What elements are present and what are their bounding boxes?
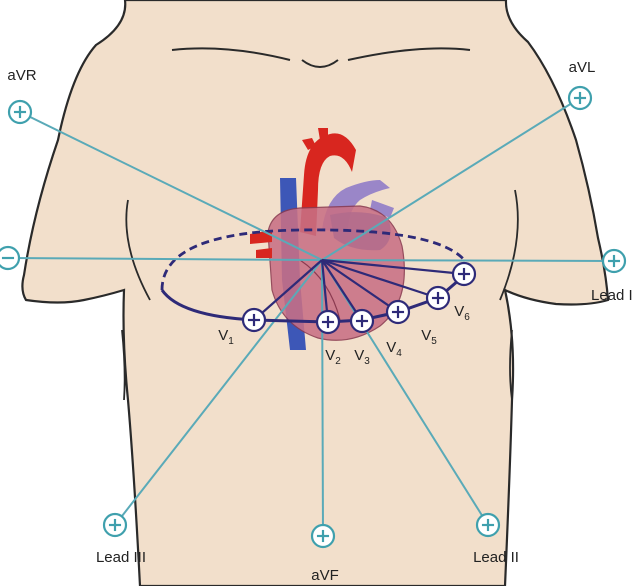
- lead-line-V3: [321, 259, 363, 322]
- lead-line-V6: [321, 258, 465, 276]
- electrode-V5: [425, 285, 451, 311]
- label-V6: V6: [454, 303, 470, 323]
- electrode-leadI_neg: [0, 245, 21, 271]
- label-V3-sub: 3: [364, 356, 370, 367]
- electrode-V3: [349, 308, 375, 334]
- left-pectoral-line: [125, 199, 151, 301]
- label-leadIII: Lead III: [96, 549, 146, 566]
- lead-line-V5: [321, 258, 439, 300]
- label-V6-base: V: [454, 303, 464, 320]
- lead-line-aVR: [19, 111, 323, 261]
- label-V5: V5: [421, 327, 437, 347]
- electrode-V4: [385, 299, 411, 325]
- electrode-leadII: [475, 512, 501, 538]
- label-V4-sub: 4: [396, 348, 402, 359]
- label-aVL: aVL: [569, 59, 596, 76]
- electrode-V1: [241, 307, 267, 333]
- lead-line-leadI: [321, 259, 615, 262]
- electrode-leadIII: [102, 512, 128, 538]
- label-aVR: aVR: [7, 67, 36, 84]
- lead-line-leadI_neg: [7, 257, 323, 261]
- electrodes-layer: [0, 85, 627, 549]
- precordial-ring-back: [160, 228, 468, 291]
- aorta-branch-2: [318, 128, 328, 140]
- label-V6-sub: 6: [464, 312, 470, 323]
- label-V5-base: V: [421, 327, 431, 344]
- label-V1-sub: 1: [228, 336, 234, 347]
- lead-line-leadIII: [114, 259, 323, 526]
- label-aVF: aVF: [311, 567, 339, 584]
- left-side-crease: [121, 329, 126, 401]
- electrode-aVL: [567, 85, 593, 111]
- label-V1: V1: [218, 327, 234, 347]
- label-V2-sub: 2: [335, 356, 341, 367]
- sternal-notch: [301, 59, 339, 68]
- lead-line-V1: [253, 259, 323, 321]
- label-V2: V2: [325, 347, 341, 367]
- left-collarbone: [171, 47, 291, 61]
- lead-line-aVL: [321, 97, 581, 261]
- label-V4: V4: [386, 339, 402, 359]
- right-collarbone: [347, 47, 471, 61]
- lead-line-V4: [321, 259, 399, 313]
- label-leadII: Lead II: [473, 549, 519, 566]
- electrode-aVR: [7, 99, 33, 125]
- label-leadI: Lead I: [591, 287, 633, 304]
- lead-line-aVF: [321, 259, 324, 537]
- right-pectoral-line: [499, 189, 519, 301]
- electrode-V2: [315, 309, 341, 335]
- label-V5-sub: 5: [431, 336, 437, 347]
- label-V3-base: V: [354, 347, 364, 364]
- electrode-aVF: [310, 523, 336, 549]
- pulmonary-vein-right: [256, 248, 272, 258]
- label-V2-base: V: [325, 347, 335, 364]
- label-V4-base: V: [386, 339, 396, 356]
- label-V3: V3: [354, 347, 370, 367]
- right-side-crease: [509, 329, 513, 401]
- label-V1-base: V: [218, 327, 228, 344]
- electrode-V6: [451, 261, 477, 287]
- electrode-leadI: [601, 248, 627, 274]
- aorta-branch-1: [302, 138, 316, 150]
- lead-lines-layer: [7, 97, 615, 537]
- pulmonary-trunk-right: [370, 200, 394, 218]
